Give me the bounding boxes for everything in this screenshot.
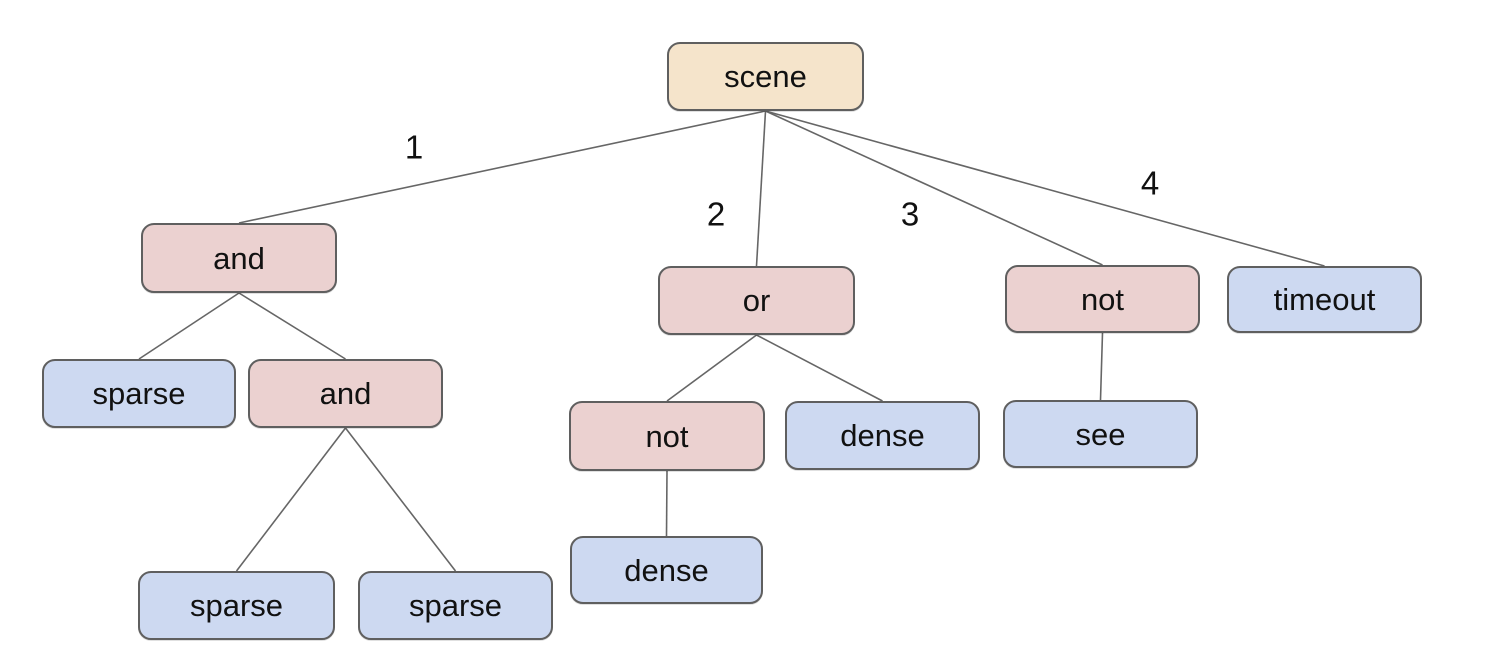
edge-label-3: 3 [900, 195, 920, 233]
edge-line-scene-timeout [765, 110, 1325, 267]
node-label: dense [624, 552, 709, 588]
edge-line-not1-see [1099, 332, 1104, 401]
node-sparse3: sparse [358, 571, 553, 640]
edge-line-and2-sparse2 [235, 427, 347, 572]
edge-line-or1-dense1 [756, 334, 883, 402]
node-scene: scene [667, 42, 864, 111]
edge-line-scene-not1 [765, 110, 1103, 266]
node-label: see [1075, 416, 1126, 452]
edge-label-2: 2 [706, 195, 726, 233]
node-label: sparse [189, 588, 284, 623]
node-and2: and [248, 359, 443, 428]
node-label: and [319, 376, 372, 411]
node-and1: and [141, 223, 337, 293]
node-or1: or [658, 266, 855, 335]
edge-line-not2-dense2 [665, 470, 668, 537]
node-sparse2: sparse [138, 571, 335, 640]
edge-line-and2-sparse3 [344, 427, 457, 572]
node-dense1: dense [785, 401, 980, 470]
node-label: sparse [92, 376, 186, 411]
node-label: scene [724, 59, 807, 94]
node-label: timeout [1273, 282, 1376, 317]
edge-label-4: 4 [1140, 164, 1160, 202]
node-label: or [742, 283, 771, 318]
node-not2: not [569, 401, 765, 471]
edge-line-or1-not2 [666, 334, 757, 402]
edge-line-scene-or1 [755, 110, 767, 267]
node-sparse1: sparse [42, 359, 236, 428]
node-see: see [1003, 400, 1198, 468]
edge-line-and1-and2 [238, 292, 346, 360]
edge-line-scene-and1 [238, 110, 766, 224]
node-label: not [1080, 281, 1125, 317]
node-label: dense [840, 418, 925, 453]
node-label: sparse [408, 588, 503, 623]
node-not1: not [1005, 265, 1200, 333]
edge-label-1: 1 [404, 128, 424, 166]
node-label: not [645, 418, 689, 454]
node-label: and [213, 240, 265, 276]
edge-line-and1-sparse1 [138, 292, 240, 360]
node-dense2: dense [570, 536, 763, 604]
node-timeout: timeout [1227, 266, 1422, 333]
